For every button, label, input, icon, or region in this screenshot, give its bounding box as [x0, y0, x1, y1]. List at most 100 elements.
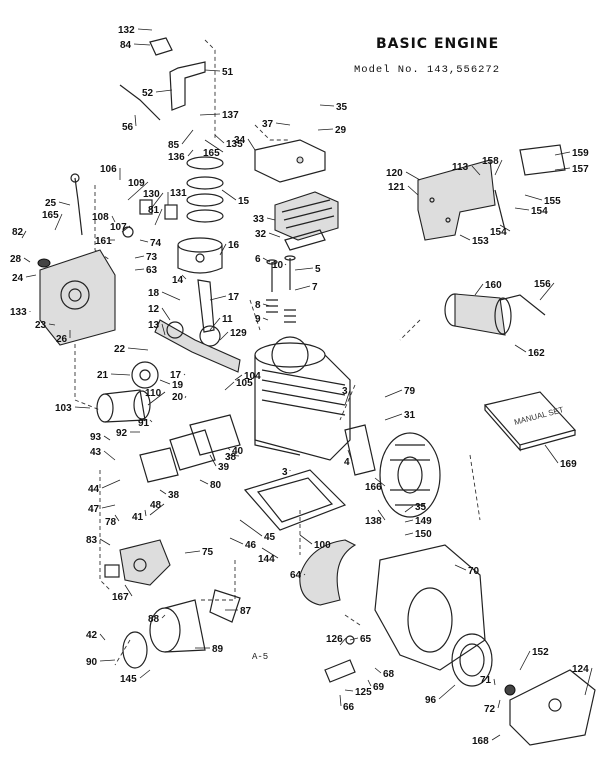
leader-line-71	[493, 678, 496, 686]
base-gasket	[243, 469, 347, 531]
leader-line-72	[497, 699, 501, 709]
piston-rings	[186, 156, 224, 223]
part-label-158: 158	[482, 156, 499, 167]
leader-line-32	[268, 232, 281, 238]
leader-line-38	[227, 454, 240, 457]
rotating-screen	[451, 633, 516, 696]
leader-line-165	[54, 213, 63, 231]
part-label-11: 11	[222, 314, 233, 325]
leader-line-3	[344, 389, 351, 406]
part-label-160: 160	[485, 280, 502, 291]
part-label-47: 47	[88, 504, 100, 515]
part-label-85: 85	[168, 140, 180, 151]
part-label-21: 21	[97, 370, 109, 381]
part-label-149: 149	[415, 516, 432, 527]
leader-line-42	[99, 633, 106, 641]
muffler	[96, 389, 151, 423]
part-label-152: 152	[532, 647, 549, 658]
leader-line-85	[181, 129, 194, 145]
part-label-82: 82	[12, 227, 24, 238]
part-label-144: 144	[258, 554, 275, 565]
part-label-22: 22	[114, 344, 126, 355]
leader-line-156	[539, 282, 555, 301]
part-label-88: 88	[148, 614, 160, 625]
valves	[266, 255, 296, 323]
leader-line-91	[149, 419, 153, 423]
leader-line-124	[584, 667, 593, 696]
part-label-73: 73	[146, 252, 158, 263]
starter-motor	[444, 293, 546, 336]
starter-cover	[509, 669, 596, 746]
part-label-63: 63	[146, 265, 158, 276]
part-label-78: 78	[105, 517, 117, 528]
leader-line-107	[121, 225, 131, 233]
leader-line-135	[214, 134, 225, 144]
leader-line-6	[262, 257, 271, 263]
leader-line-105	[224, 381, 235, 391]
leader-line-7	[294, 285, 311, 291]
part-label-15: 15	[238, 196, 250, 207]
leader-lines	[21, 28, 593, 741]
leader-line-17	[209, 295, 227, 301]
leader-line-160	[474, 283, 484, 296]
part-label-159: 159	[572, 148, 589, 159]
leader-line-167	[124, 584, 133, 597]
dipstick	[70, 173, 83, 236]
leader-line-144	[261, 547, 279, 559]
leader-line-51	[204, 69, 221, 72]
flywheel	[344, 424, 441, 518]
leader-line-70	[454, 564, 467, 571]
leader-line-5	[294, 267, 314, 271]
part-labels: 1328451521375685165136135353729341061091…	[10, 25, 589, 747]
part-label-14: 14	[172, 275, 184, 286]
part-label-154: 154	[490, 227, 507, 238]
part-label-6: 6	[255, 254, 261, 265]
leader-line-44	[101, 479, 121, 489]
leader-line-166	[374, 477, 386, 487]
part-label-91: 91	[138, 418, 150, 429]
part-label-26: 26	[56, 334, 68, 345]
part-label-156: 156	[534, 279, 551, 290]
part-label-17: 17	[170, 370, 182, 381]
page-title: BASIC ENGINE	[376, 36, 500, 52]
leader-line-136	[187, 149, 194, 157]
leader-line-52	[155, 89, 173, 93]
leader-line-18	[161, 291, 181, 301]
part-label-13: 13	[148, 320, 160, 331]
leader-line-157	[554, 167, 571, 171]
manual-set-label: MANUAL SET	[513, 405, 565, 427]
part-label-35: 35	[336, 102, 348, 113]
part-label-121: 121	[388, 182, 405, 193]
leader-line-65	[349, 637, 359, 641]
model-number: Model No. 143,556272	[354, 64, 501, 76]
part-label-32: 32	[255, 229, 267, 240]
leader-line-56	[134, 114, 137, 127]
part-label-154: 154	[531, 206, 548, 217]
leader-line-162	[514, 344, 527, 353]
part-label-84: 84	[120, 40, 132, 51]
leader-line-63	[134, 268, 145, 271]
part-label-43: 43	[90, 447, 102, 458]
part-label-165: 165	[203, 148, 220, 159]
air-deflector	[299, 539, 357, 606]
leader-line-96	[438, 684, 456, 700]
part-label-153: 153	[472, 236, 489, 247]
leader-line-23	[48, 323, 56, 326]
part-label-125: 125	[355, 687, 372, 698]
part-label-29: 29	[335, 125, 347, 136]
leader-line-29	[317, 128, 334, 131]
part-label-64: 64	[290, 570, 302, 581]
part-label-3: 3	[342, 386, 348, 397]
part-label-65: 65	[360, 634, 372, 645]
part-label-90: 90	[86, 657, 98, 668]
leader-line-14	[181, 274, 187, 280]
connecting-rod	[197, 279, 221, 347]
part-label-81: 81	[148, 205, 160, 216]
leader-line-4	[347, 449, 353, 462]
part-label-18: 18	[148, 288, 160, 299]
leader-line-78	[114, 514, 120, 522]
leader-line-121	[407, 185, 419, 196]
crankshaft	[154, 319, 241, 373]
leader-line-66	[339, 694, 342, 707]
